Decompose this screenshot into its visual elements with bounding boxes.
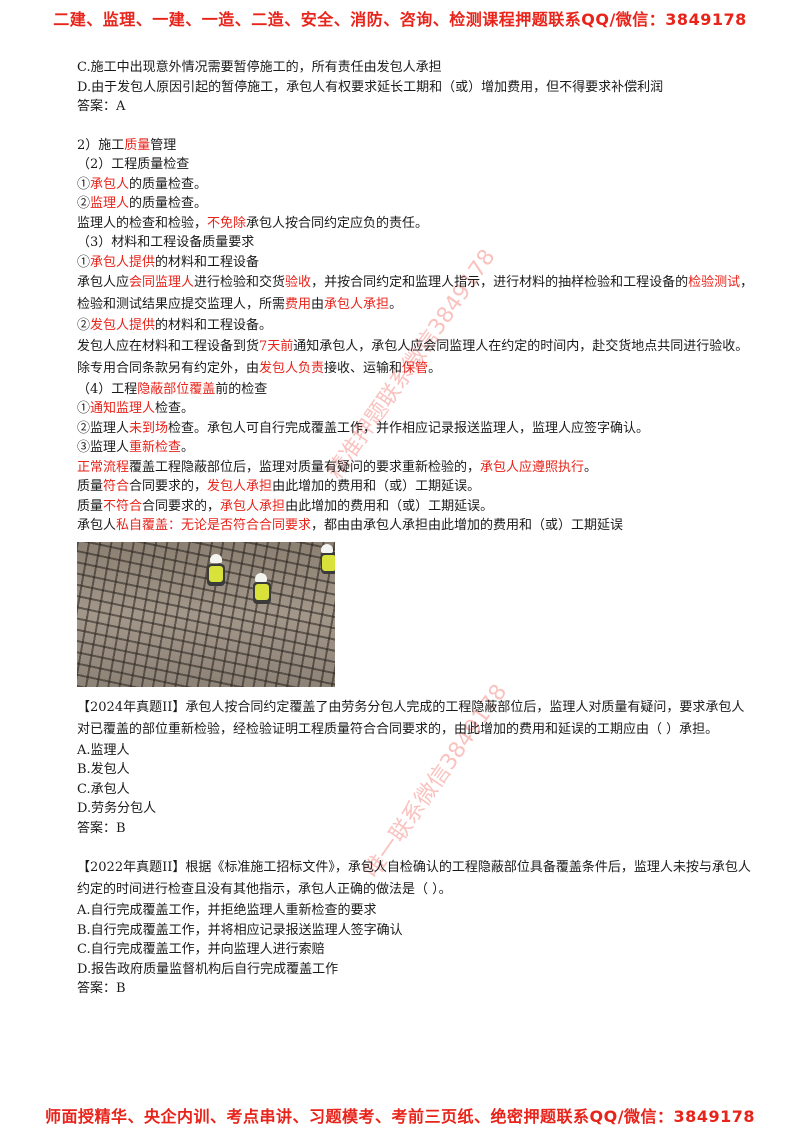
question-2024-option-c: C.承包人	[77, 781, 130, 797]
subsection-title: （2）工程质量检查	[77, 157, 190, 172]
document-body: C.施工中出现意外情况需要暂停施工的，所有责任由发包人承担 D.由于发包人原因引…	[77, 58, 757, 999]
subsection-title: （4）工程隐蔽部位覆盖前的检查	[77, 381, 268, 397]
option-c: C.施工中出现意外情况需要暂停施工的，所有责任由发包人承担	[77, 60, 442, 75]
check-item-2: ②监理人的质量检查。	[77, 196, 208, 211]
question-2022-answer: 答案：B	[77, 981, 126, 996]
question-2024-answer: 答案：B	[77, 820, 126, 836]
section-heading: 2）施工质量管理	[77, 137, 177, 153]
question-2024-option-a: A.监理人	[77, 742, 130, 758]
hidden-item-3: ③监理人重新检查。	[77, 440, 195, 455]
rule-conform: 质量符合合同要求的，发包人承担由此增加的费用和（或）工期延误。	[77, 479, 481, 494]
rebar-workers-photo	[77, 541, 335, 687]
rule-normal: 正常流程覆盖工程隐蔽部位后，监理对质量有疑问的要求重新检验的，承包人应遵照执行。	[77, 459, 598, 475]
option-d: D.由于发包人原因引起的暂停施工，承包人有权要求延长工期和（或）增加费用，但不得…	[77, 79, 664, 95]
material-paragraph-2: 发包人应在材料和工程设备到货7天前通知承包人，承包人应会同监理人在约定的时间内，…	[77, 338, 749, 376]
rule-nonconform: 质量不符合合同要求的，承包人承担由此增加的费用和（或）工期延误。	[77, 498, 494, 514]
check-item-1: ①承包人的质量检查。	[77, 176, 208, 192]
question-2022-option-d: D.报告政府质量监督机构后自行完成覆盖工作	[77, 961, 339, 977]
question-2022-option-b: B.自行完成覆盖工作，并将相应记录报送监理人签字确认	[77, 922, 403, 938]
answer: 答案：A	[77, 99, 126, 114]
footer-banner: 师面授精华、央企内训、考点串讲、习题模考、考前三页纸、绝密押题联系QQ/微信：3…	[45, 1107, 755, 1126]
question-2024-option-d: D.劳务分包人	[77, 801, 157, 816]
subsection-title: （3）材料和工程设备质量要求	[77, 235, 255, 250]
hidden-item-1: ①通知监理人检查。	[77, 401, 195, 416]
rule-private-cover: 承包人私自覆盖：无论是否符合合同要求，都由由承包人承担由此增加的费用和（或）工期…	[77, 518, 624, 533]
question-2022-stem: 【2022年真题II】根据《标准施工招标文件》，承包人自检确认的工程隐蔽部位具备…	[77, 860, 751, 897]
header-banner: 二建、监理、一建、一造、二造、安全、消防、咨询、检测课程押题联系QQ/微信：38…	[53, 10, 747, 29]
material-item-1: ①承包人提供的材料和工程设备	[77, 254, 260, 270]
question-2022-option-a: A.自行完成覆盖工作，并拒绝监理人重新检查的要求	[77, 903, 377, 918]
question-2024-stem: 【2024年真题II】承包人按合同约定覆盖了由劳务分包人完成的工程隐蔽部位后，监…	[77, 699, 745, 737]
question-2024-option-b: B.发包人	[77, 762, 130, 777]
hidden-item-2: ②监理人未到场检查。承包人可自行完成覆盖工作，并作相应记录报送监理人，监理人应签…	[77, 420, 650, 436]
question-2022-option-c: C.自行完成覆盖工作，并向监理人进行索赔	[77, 942, 325, 957]
material-paragraph-1: 承包人应会同监理人进行检验和交货验收，并按合同约定和监理人指示，进行材料的抽样检…	[77, 275, 754, 312]
check-note: 监理人的检查和检验，不免除承包人按合同约定应负的责任。	[77, 215, 429, 231]
material-item-2: ②发包人提供的材料和工程设备。	[77, 318, 273, 333]
